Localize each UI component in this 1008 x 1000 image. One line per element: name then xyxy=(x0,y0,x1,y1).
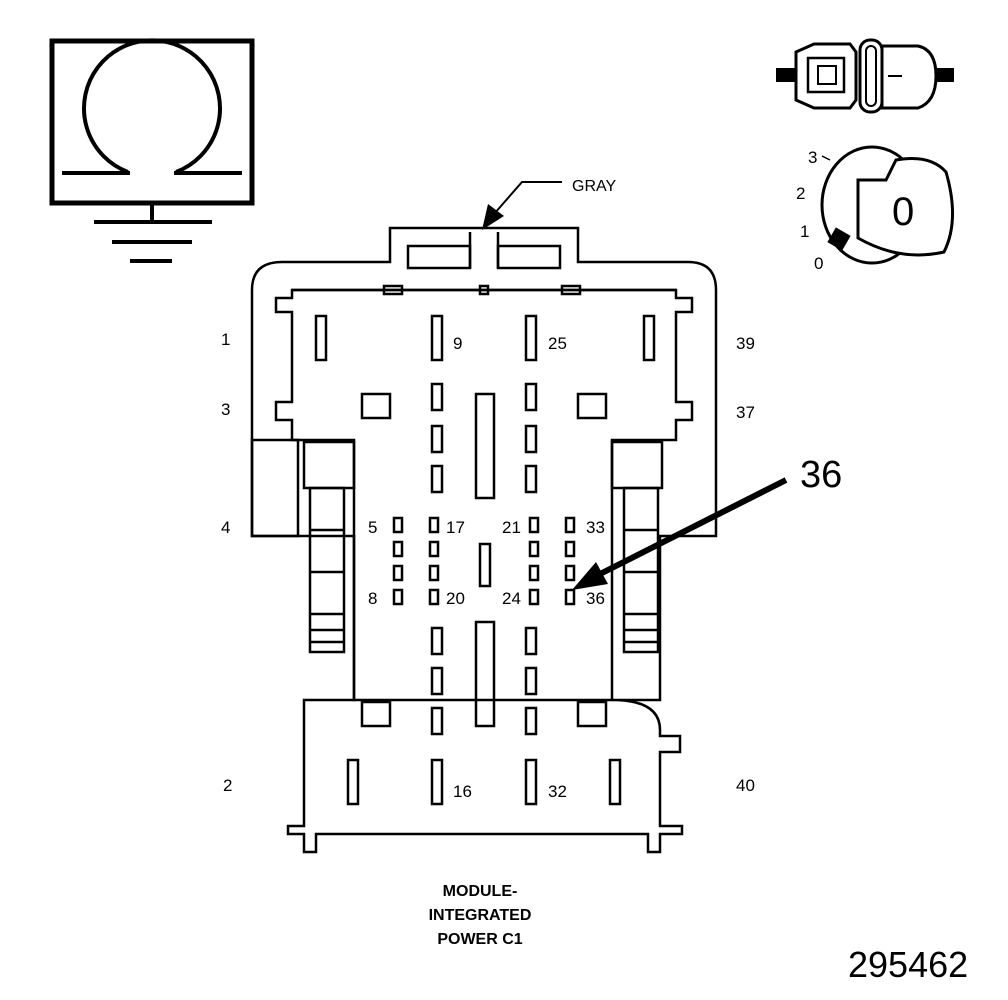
pin-label-1: 1 xyxy=(221,330,231,349)
pin-label-37: 37 xyxy=(736,403,755,422)
connector-title-line3: POWER C1 xyxy=(437,931,523,948)
pin-label-3: 3 xyxy=(221,400,231,419)
pin-label-39: 39 xyxy=(736,334,755,353)
pin-label-21: 21 xyxy=(502,518,521,537)
connector-title: MODULE- INTEGRATED POWER C1 xyxy=(380,880,580,952)
connector-body xyxy=(250,226,718,854)
pin-label-24: 24 xyxy=(502,589,521,608)
pin-label-17: 17 xyxy=(446,518,465,537)
callout-number: 36 xyxy=(800,454,843,496)
pin-label-33: 33 xyxy=(586,518,605,537)
pin-label-20: 20 xyxy=(446,589,465,608)
ignition-key-icon xyxy=(820,145,954,265)
key-position-1: 1 xyxy=(800,222,810,241)
pin-label-40: 40 xyxy=(736,776,755,795)
connector-plug-icon xyxy=(776,38,954,114)
key-position-3: 3 xyxy=(808,148,818,167)
pin-label-36: 36 xyxy=(586,589,605,608)
gray-leader-arrow xyxy=(482,181,562,230)
figure-number: 295462 xyxy=(848,944,969,985)
key-position-ticks xyxy=(821,155,831,161)
connector-title-line1: MODULE- xyxy=(442,883,518,900)
ohmmeter-ground-icon xyxy=(49,38,255,263)
pin-label-2: 2 xyxy=(223,776,233,795)
pin-label-25: 25 xyxy=(548,334,567,353)
pin-label-16: 16 xyxy=(453,782,472,801)
terminal-cavities xyxy=(314,314,656,806)
pin-label-8: 8 xyxy=(368,589,378,608)
key-position-0: 0 xyxy=(814,254,824,273)
pin-label-5: 5 xyxy=(368,518,378,537)
pin-label-9: 9 xyxy=(453,334,463,353)
pin-label-4: 4 xyxy=(221,518,231,537)
callout-arrow xyxy=(572,477,788,590)
key-symbol: 0 xyxy=(892,190,915,234)
pin-label-32: 32 xyxy=(548,782,567,801)
connector-title-line2: INTEGRATED xyxy=(428,907,532,924)
key-position-2: 2 xyxy=(796,184,806,203)
wire-color-label: GRAY xyxy=(572,178,617,195)
